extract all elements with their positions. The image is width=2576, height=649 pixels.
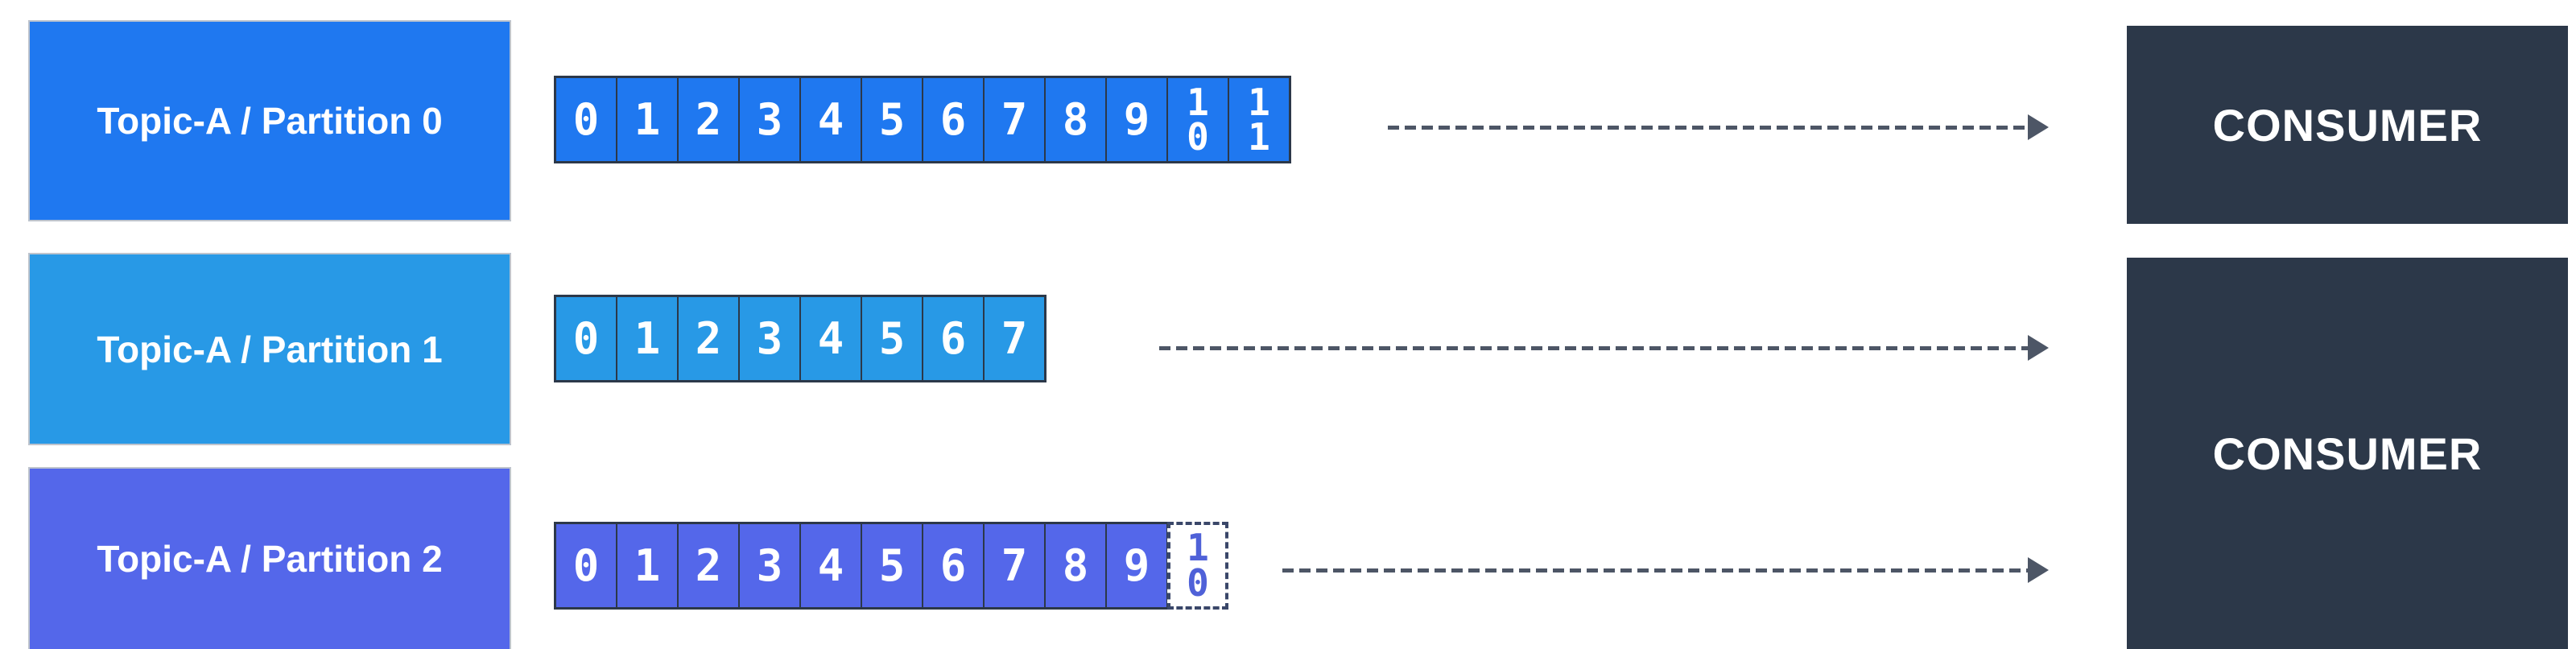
pending-offset-cell: 1 0	[1167, 522, 1228, 610]
offset-cell: 4	[799, 78, 861, 161]
consumer-box-1: CONSUMER	[2127, 258, 2568, 649]
offset-cell: 2	[677, 78, 738, 161]
offset-cell: 1 1	[1228, 78, 1289, 161]
arrowhead-icon	[2028, 335, 2049, 361]
offset-cell: 1	[616, 78, 677, 161]
offset-cell: 2	[677, 524, 738, 607]
offset-cell: 6	[922, 78, 983, 161]
offset-cell: 5	[861, 78, 922, 161]
offset-cell: 9	[1105, 78, 1166, 161]
dashed-line	[1282, 568, 2028, 573]
offset-cell: 7	[983, 297, 1044, 380]
offset-cell: 7	[983, 524, 1044, 607]
offset-cell: 3	[738, 524, 799, 607]
offset-cell: 8	[1044, 524, 1105, 607]
partition-label-2: Topic-A / Partition 2	[30, 469, 510, 649]
offset-cell: 8	[1044, 78, 1105, 161]
offset-cell: 0	[572, 539, 600, 591]
offset-cell: 0	[572, 312, 600, 364]
offset-cell: 5	[861, 297, 922, 380]
offset-cell: 0	[572, 93, 600, 145]
dashed-line	[1388, 125, 2028, 130]
offset-cell: 5	[861, 524, 922, 607]
offset-cell: 6	[922, 524, 983, 607]
offset-cell: 4	[799, 524, 861, 607]
arrowhead-icon	[2028, 557, 2049, 583]
dashed-line	[1159, 345, 2028, 350]
flow-arrow-0	[1388, 114, 2049, 140]
offset-cell: 9	[1105, 524, 1166, 607]
offset-cell: 6	[922, 297, 983, 380]
flow-arrow-2	[1282, 557, 2049, 583]
offset-cell: 7	[983, 78, 1044, 161]
offset-cell: 2	[677, 297, 738, 380]
offset-cell: 1	[616, 524, 677, 607]
offset-cell: 1 0	[1166, 78, 1228, 161]
offset-cell: 3	[738, 297, 799, 380]
offset-cell: 3	[738, 78, 799, 161]
partition-label-0: Topic-A / Partition 0	[30, 22, 510, 220]
arrowhead-icon	[2028, 114, 2049, 140]
consumer-box-0: CONSUMER	[2127, 26, 2568, 224]
offset-cell: 1	[616, 297, 677, 380]
partition-label-1: Topic-A / Partition 1	[30, 254, 510, 444]
flow-arrow-1	[1159, 335, 2049, 361]
offset-cell: 4	[799, 297, 861, 380]
